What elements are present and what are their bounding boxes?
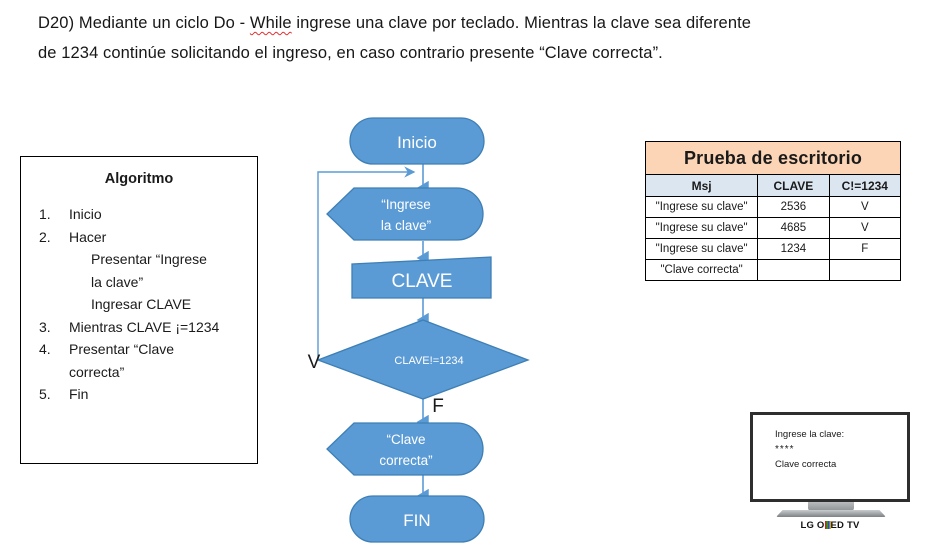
flow-node-end: FIN — [349, 495, 485, 543]
cell-msj: "Ingrese su clave" — [644, 217, 759, 239]
table-row: "Clave correcta" — [644, 259, 902, 281]
flow-node-output-ok-line1: “Clave — [386, 432, 425, 447]
statement-misspelled-word: While — [249, 14, 292, 32]
cell-msj: "Ingrese su clave" — [644, 196, 759, 218]
table-row: "Ingrese su clave" 2536 V — [644, 196, 902, 218]
tv-screen: Ingrese la clave: **** Clave correcta — [775, 427, 905, 472]
branch-label-false: F — [432, 396, 444, 417]
table-row: "Ingrese su clave" 4685 V — [644, 217, 902, 239]
cell-clave: 4685 — [757, 217, 830, 239]
tv-frame: Ingrese la clave: **** Clave correcta — [750, 412, 910, 502]
tv-screen-line-3: Clave correcta — [775, 459, 837, 470]
tv-screen-masked-input: **** — [775, 444, 795, 455]
tv-stand-base — [776, 510, 886, 517]
algorithm-title: Algoritmo — [104, 171, 174, 187]
tv-brand-prefix: LG O — [800, 520, 825, 531]
step-number: 3. — [39, 318, 51, 335]
cell-cond: V — [828, 196, 902, 218]
cell-cond: F — [828, 238, 902, 260]
list-item: 1. Inicio — [39, 203, 249, 226]
step-text: Fin — [69, 386, 89, 402]
step-substatement: la clave” — [91, 273, 144, 290]
flow-node-start-label: Inicio — [397, 133, 437, 152]
flowchart: Inicio “Ingrese la clave” CLAVE CLAVE!=1… — [296, 104, 566, 544]
cell-msj: "Clave correcta" — [644, 259, 759, 281]
flow-node-input-clave-label: CLAVE — [392, 271, 453, 292]
cell-msj: "Ingrese su clave" — [644, 238, 759, 260]
list-item: 5. Fin — [39, 383, 249, 406]
tv-output-mockup: Ingrese la clave: **** Clave correcta LG… — [750, 412, 920, 540]
flow-node-input-clave: CLAVE — [351, 256, 492, 299]
branch-label-true: V — [308, 352, 321, 373]
step-substatement: Presentar “Ingrese — [91, 251, 207, 267]
step-number: 1. — [39, 206, 51, 222]
list-item: 2. Hacer — [39, 226, 249, 249]
step-number: 4. — [39, 341, 51, 357]
flow-node-output-ok-line2: correcta” — [379, 453, 432, 468]
step-text: Mientras CLAVE ¡=1234 — [69, 318, 220, 335]
tv-screen-line-1: Ingrese la clave: — [775, 429, 845, 440]
step-substatement: Ingresar CLAVE — [91, 296, 192, 312]
table-row: "Ingrese su clave" 1234 F — [644, 238, 902, 260]
flow-node-decision: CLAVE!=1234 — [316, 319, 530, 400]
cell-cond: V — [828, 217, 902, 239]
step-number: 5. — [39, 386, 51, 402]
step-text: Presentar “Clave — [69, 341, 175, 357]
cell-clave: 2536 — [757, 196, 830, 218]
algorithm-box: Algoritmo 1. Inicio 2. Hacer Presentar “… — [20, 156, 258, 464]
algorithm-step-list: 1. Inicio 2. Hacer Presentar “Ingrese la… — [39, 203, 249, 406]
flow-node-end-label: FIN — [403, 511, 430, 530]
statement-line1-part-a: D20) Mediante un ciclo Do - — [38, 14, 250, 32]
step-text-continuation: correcta” — [69, 363, 125, 380]
tv-brand-logo: LG O ED TV — [750, 520, 910, 531]
table-title: Prueba de escritorio — [645, 141, 901, 175]
flow-node-output-prompt-line1: “Ingrese — [381, 197, 431, 212]
column-header-cond: C!=1234 — [828, 174, 902, 197]
statement-line1-part-b: ingrese una clave por teclado. Mientras … — [291, 14, 752, 32]
cell-clave: 1234 — [757, 238, 830, 260]
step-text: Inicio — [69, 206, 102, 222]
flow-node-output-prompt: “Ingrese la clave” — [326, 187, 484, 241]
column-header-msj: Msj — [644, 174, 759, 197]
step-text: Hacer — [69, 228, 107, 245]
table-header-row: Msj CLAVE C!=1234 — [644, 174, 902, 197]
statement-line2: de 1234 continúe solicitando el ingreso,… — [38, 44, 663, 62]
cell-clave — [757, 259, 830, 281]
table-title-row: Prueba de escritorio — [645, 141, 901, 175]
list-item: 4. Presentar “Clave — [39, 338, 249, 361]
list-item: 3. Mientras CLAVE ¡=1234 — [39, 316, 249, 339]
tv-brand-suffix: ED TV — [830, 520, 860, 531]
tv-stand-neck — [808, 502, 854, 511]
flow-node-output-prompt-line2: la clave” — [381, 218, 431, 233]
desk-check-table: Prueba de escritorio Msj CLAVE C!=1234 "… — [644, 141, 902, 281]
cell-cond — [828, 259, 902, 281]
step-number: 2. — [39, 228, 51, 245]
column-header-clave: CLAVE — [757, 174, 830, 197]
oled-color-bar-icon — [824, 521, 831, 529]
flow-node-decision-label: CLAVE!=1234 — [394, 355, 463, 367]
flow-node-output-ok: “Clave correcta” — [326, 422, 484, 476]
flow-node-start: Inicio — [349, 117, 485, 165]
problem-statement: D20) Mediante un ciclo Do - While ingres… — [38, 8, 898, 68]
